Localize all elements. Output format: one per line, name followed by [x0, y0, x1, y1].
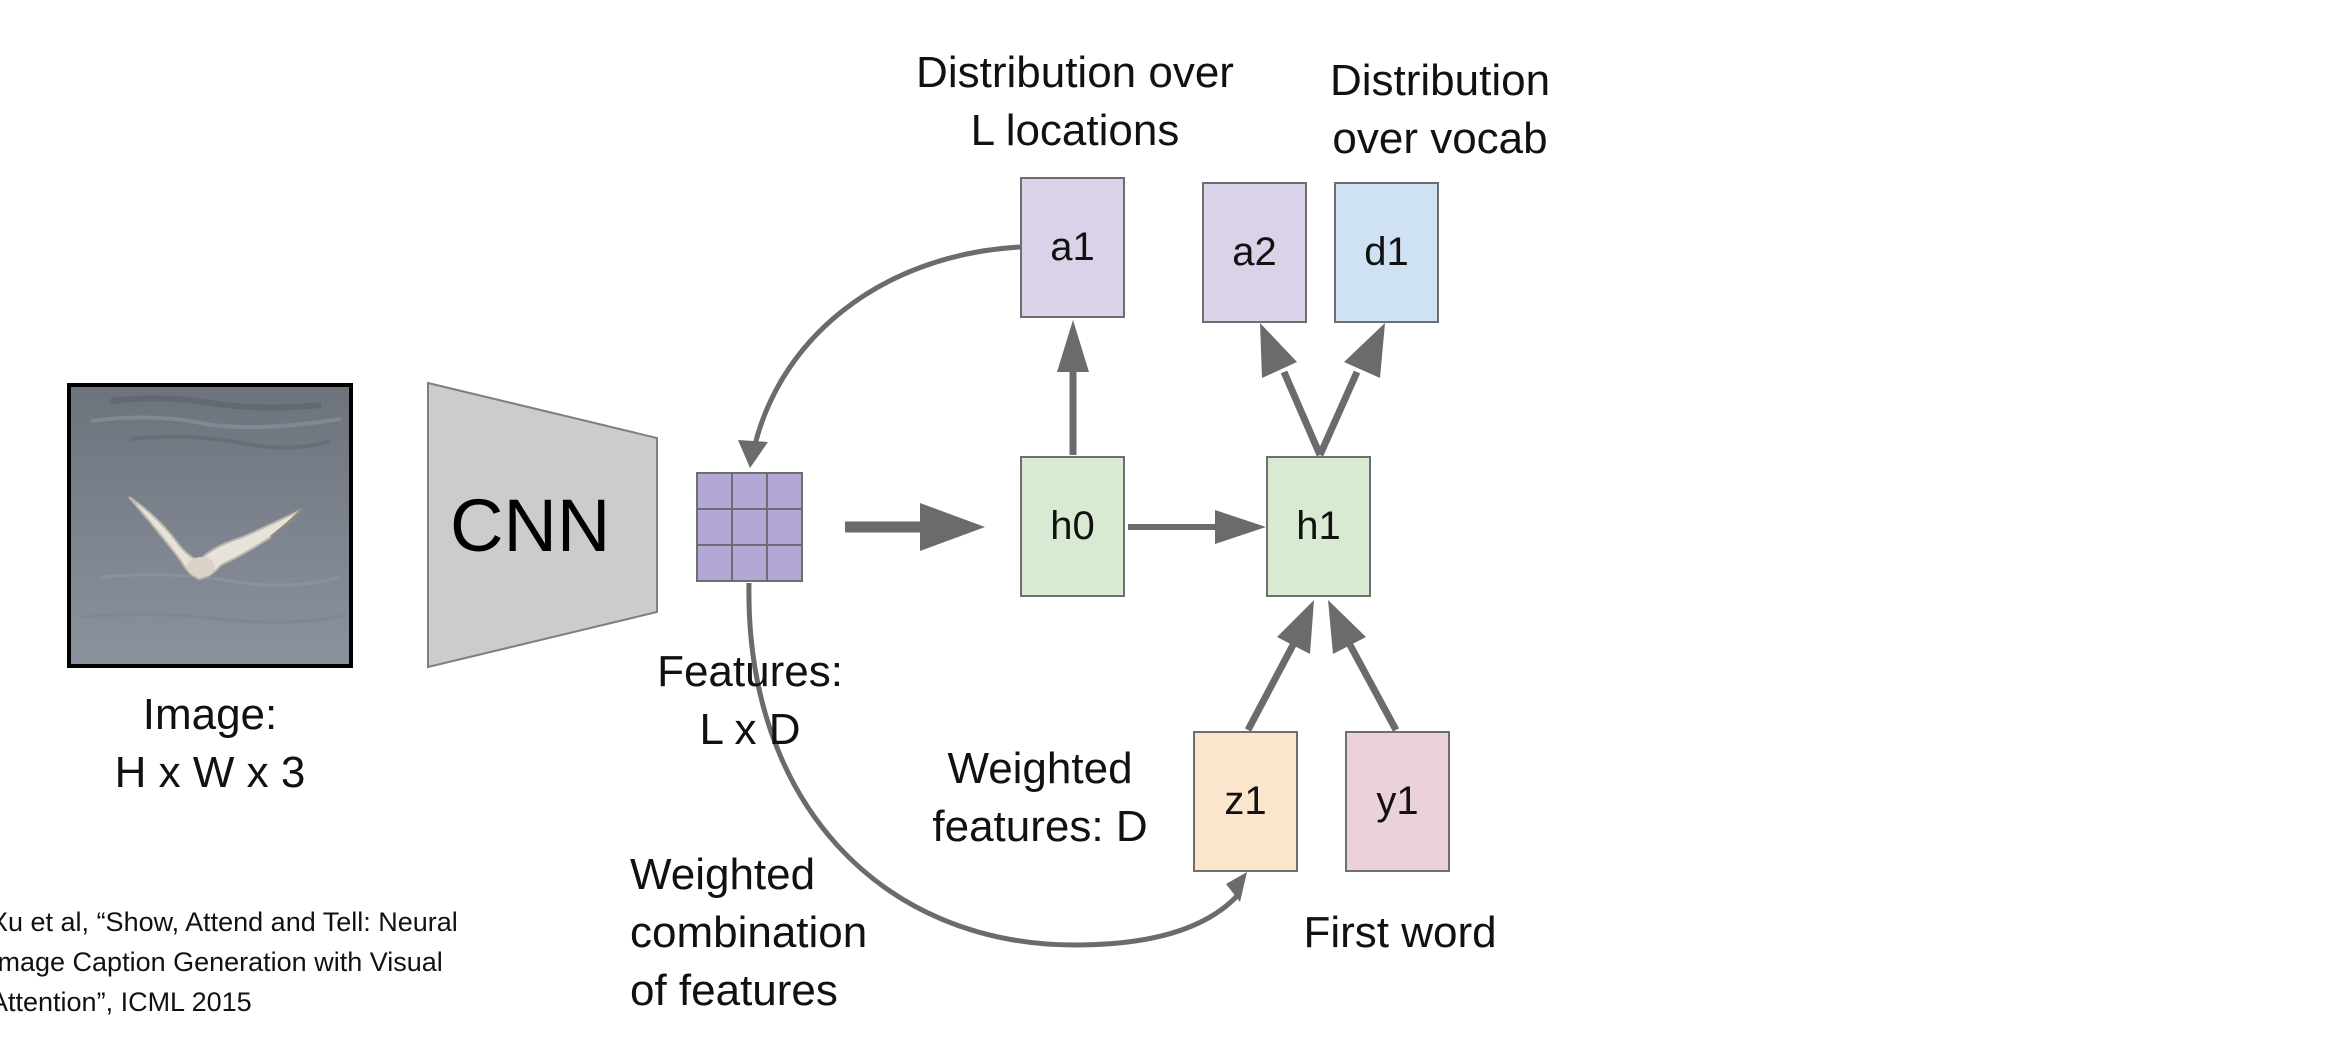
h1-to-d1-arrow: [1316, 323, 1385, 457]
input-image: [67, 383, 353, 668]
dist-vocab-line2: over vocab: [1332, 114, 1548, 163]
weighted-features-line2: features: D: [932, 802, 1148, 851]
citation-line3: Attention”, ICML 2015: [0, 987, 252, 1017]
features-label: Features: L x D: [610, 643, 890, 759]
y1-to-h1-arrow: [1328, 600, 1400, 732]
dist-locations-line2: L locations: [970, 106, 1180, 155]
h1-box: h1: [1266, 456, 1371, 597]
first-word-label: First word: [1303, 908, 1497, 957]
a1-to-features-arrowhead: [738, 440, 768, 468]
features-label-line1: Features:: [657, 647, 843, 696]
image-caption-line1: Image:: [142, 690, 278, 739]
citation-line2: Image Caption Generation with Visual: [0, 947, 443, 977]
y1-box: y1: [1345, 731, 1450, 872]
a1-box: a1: [1020, 177, 1125, 318]
weighted-features-label: Weighted features: D: [900, 740, 1180, 856]
a1-to-features-curve: [749, 244, 1021, 459]
feature-grid: [696, 472, 803, 582]
weighted-features-line1: Weighted: [947, 744, 1133, 793]
features-label-line2: L x D: [699, 705, 801, 754]
h0-box: h0: [1020, 456, 1125, 597]
weighted-combination-line1: Weighted: [630, 850, 816, 899]
features-to-z1-arrowhead: [1226, 872, 1247, 902]
z1-to-h1-arrow: [1244, 600, 1314, 732]
cnn-block: [427, 381, 658, 669]
image-caption: Image: H x W x 3: [60, 686, 360, 802]
citation: Xu et al, “Show, Attend and Tell: Neural…: [0, 902, 458, 1022]
citation-line1: Xu et al, “Show, Attend and Tell: Neural: [0, 907, 458, 937]
weighted-combination-line2: combination: [630, 908, 868, 957]
dist-vocab-label: Distribution over vocab: [1290, 52, 1590, 168]
image-caption-line2: H x W x 3: [114, 748, 306, 797]
cnn-label: CNN: [450, 484, 611, 567]
h0-to-h1-arrow: [1128, 510, 1266, 544]
weighted-combination-line3: of features: [630, 966, 838, 1015]
dist-locations-label: Distribution over L locations: [875, 44, 1275, 160]
z1-box: z1: [1193, 731, 1298, 872]
a2-box: a2: [1202, 182, 1307, 323]
dist-vocab-line1: Distribution: [1329, 56, 1551, 105]
features-to-h0-arrow: [845, 503, 985, 551]
weighted-combination-label: Weighted combination of features: [630, 846, 867, 1020]
h1-to-a2-arrow: [1260, 323, 1324, 457]
h0-to-a1-arrow: [1057, 320, 1089, 455]
features-to-z1-curve: [746, 582, 1240, 948]
d1-box: d1: [1334, 182, 1439, 323]
dist-locations-line1: Distribution over: [916, 48, 1234, 97]
bird-photo: [71, 387, 349, 664]
